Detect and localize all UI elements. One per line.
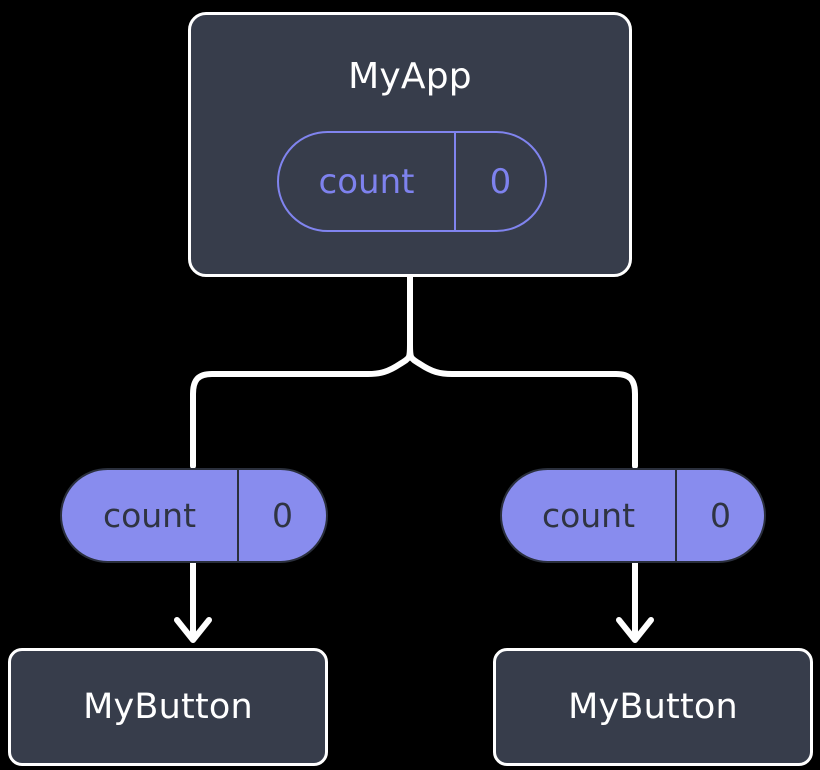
state-pill-root[interactable]: count 0: [277, 131, 547, 232]
prop-pill-left-value: 0: [237, 470, 326, 561]
prop-pill-left-key: count: [102, 496, 197, 535]
component-label-mybutton-left: MyButton: [83, 686, 253, 727]
arrow-right-prop-to-button: [616, 560, 654, 643]
prop-pill-right-key: count: [541, 496, 636, 535]
prop-pill-right[interactable]: count 0: [500, 468, 766, 563]
component-label-mybutton-right: MyButton: [568, 686, 738, 727]
arrow-left-prop-to-button: [174, 560, 212, 643]
component-node-mybutton-left[interactable]: MyButton: [8, 648, 328, 766]
state-pill-root-key: count: [318, 161, 415, 202]
prop-pill-right-value: 0: [675, 470, 764, 561]
state-pill-root-value: 0: [454, 133, 545, 230]
component-node-myapp[interactable]: MyApp: [188, 12, 632, 277]
component-node-mybutton-right[interactable]: MyButton: [493, 648, 813, 766]
prop-pill-left[interactable]: count 0: [60, 468, 328, 563]
edge-root-to-branch-left: [190, 342, 413, 469]
component-label-myapp: MyApp: [348, 56, 472, 97]
edge-root-to-branches: [407, 274, 638, 469]
